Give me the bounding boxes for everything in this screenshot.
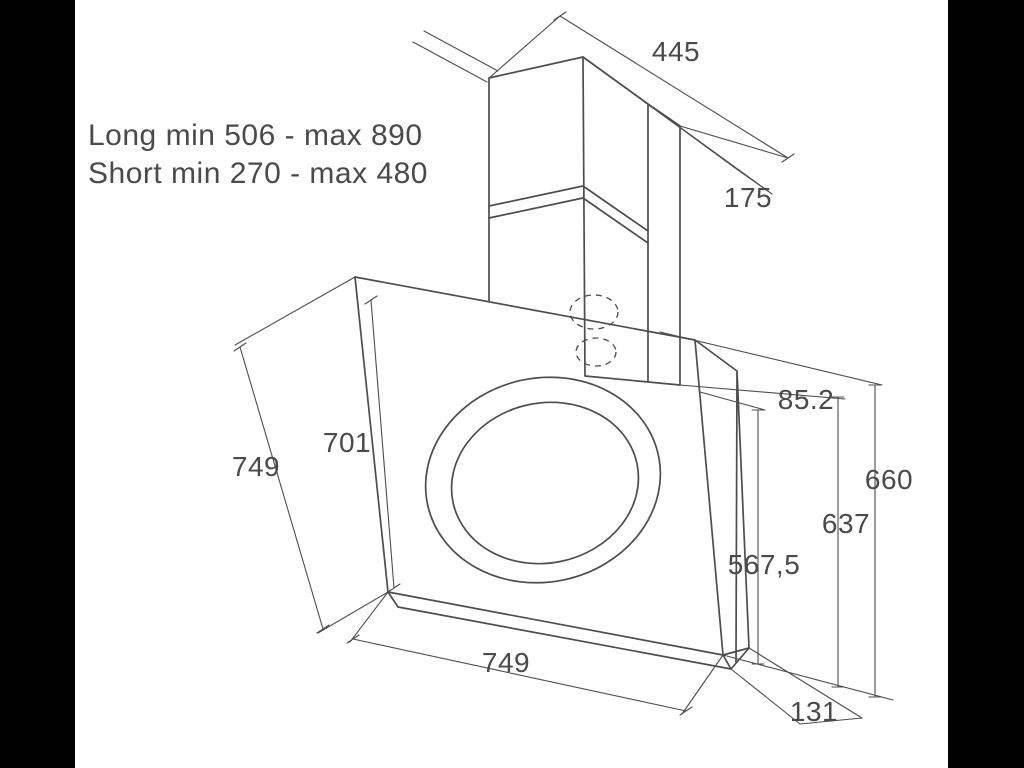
dim-bottom-749-lines <box>349 591 724 715</box>
dim-chimney-depth-label: 175 <box>724 182 772 213</box>
dim-panel-height-label: 701 <box>323 427 371 458</box>
hood-bottom-edge <box>387 591 750 670</box>
chimney-telescopic-joint <box>488 185 649 244</box>
hood-body <box>354 276 750 670</box>
dim-chimney-width-label: 445 <box>652 36 700 67</box>
glass-ring-outer-ellipse <box>424 376 662 584</box>
dimension-ticks <box>233 11 882 716</box>
glass-ring-inner-ellipse <box>450 401 640 565</box>
dimension-lines <box>233 11 894 725</box>
dim-445-lines <box>488 15 789 159</box>
duct-outlet-dashed-ellipse-upper <box>569 294 619 330</box>
note-long-label: Long min 506 - max 890 <box>88 119 423 152</box>
dim-top-offset-label: 85.2 <box>778 384 835 415</box>
dim-bottom-right-ext-line <box>722 654 894 701</box>
dim-left-749-lines <box>234 276 389 634</box>
note-leader-lines <box>412 30 499 83</box>
dim-131-lines <box>730 647 863 725</box>
dimension-drawing-svg: Long min 506 - max 890 Short min 270 - m… <box>88 11 913 727</box>
dim-side-length-label: 749 <box>232 451 280 482</box>
dim-175-lines <box>582 56 773 195</box>
duct-outlet <box>569 294 619 367</box>
hood-right-side <box>694 339 750 663</box>
dim-bottom-width-label: 749 <box>482 647 530 678</box>
duct-outlet-dashed-ellipse-lower <box>575 337 617 367</box>
dim-top-right-ext-lines <box>659 331 883 411</box>
dim-701-line <box>370 299 395 589</box>
dim-height-total-label: 660 <box>865 464 913 495</box>
note-short-label: Short min 270 - max 480 <box>88 157 428 190</box>
dimension-labels: Long min 506 - max 890 Short min 270 - m… <box>88 36 913 727</box>
dim-height-inner-label: 567,5 <box>728 549 801 580</box>
drawing-canvas: Long min 506 - max 890 Short min 270 - m… <box>75 0 948 768</box>
dim-bottom-depth-label: 131 <box>790 696 838 727</box>
dim-height-mid-label: 637 <box>822 508 870 539</box>
